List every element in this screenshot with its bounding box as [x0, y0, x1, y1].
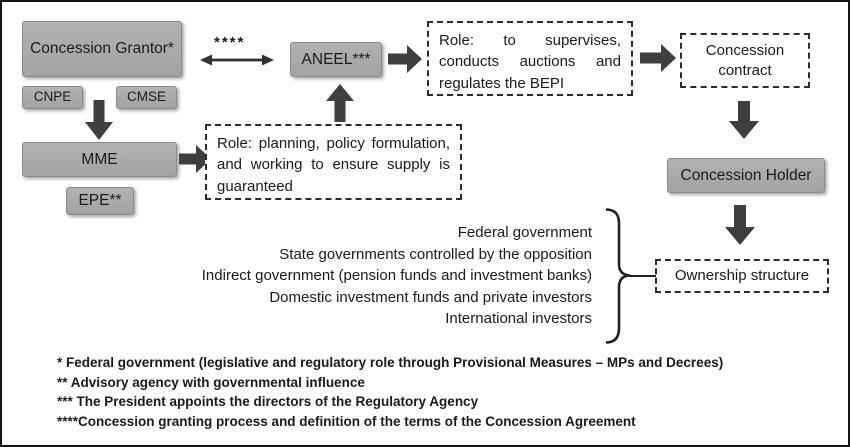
list-item: International investors	[445, 310, 592, 328]
box-cmse: CMSE	[116, 86, 177, 109]
double-arrow-icon	[200, 54, 274, 66]
footnote-line: ****Concession granting process and defi…	[57, 413, 636, 429]
role-planning-box: Role: planning, policy formulation, and …	[205, 124, 462, 200]
footnote-line: ** Advisory agency with governmental inf…	[57, 374, 365, 390]
box-cnpe: CNPE	[22, 86, 83, 109]
box-mme: MME	[22, 142, 177, 177]
footnote-line: *** The President appoints the directors…	[57, 394, 479, 409]
right-arrow-icon	[179, 145, 211, 173]
list-item: Federal government	[457, 224, 592, 241]
box-concession-grantor: Concession Grantor*	[22, 21, 182, 77]
brace-connector-line	[629, 275, 656, 277]
ownership-list: Federal government State governments con…	[132, 222, 592, 330]
right-arrow-icon	[388, 45, 422, 73]
up-arrow-icon	[326, 84, 354, 122]
footnotes: * Federal government (legislative and re…	[57, 353, 817, 431]
list-item: State governments controlled by the oppo…	[279, 245, 592, 263]
concession-contract-box: Concession contract	[680, 33, 810, 88]
right-arrow-icon	[640, 44, 676, 72]
curly-brace-icon	[605, 208, 631, 344]
down-arrow-icon	[725, 205, 755, 245]
list-item: Domestic investment funds and private in…	[269, 288, 592, 306]
footnote-line: * Federal government (legislative and re…	[57, 355, 724, 370]
box-concession-holder: Concession Holder	[667, 158, 825, 193]
ownership-structure-box: Ownership structure	[655, 259, 829, 293]
stars-label: ****	[214, 34, 246, 51]
down-arrow-icon	[85, 100, 113, 140]
box-epe: EPE**	[66, 187, 134, 215]
down-arrow-icon	[729, 101, 759, 139]
role-supervises-box: Role: to supervises, conducts auctions a…	[427, 21, 633, 96]
list-item: Indirect government (pension funds and i…	[201, 267, 592, 285]
box-aneel: ANEEL***	[290, 42, 382, 77]
